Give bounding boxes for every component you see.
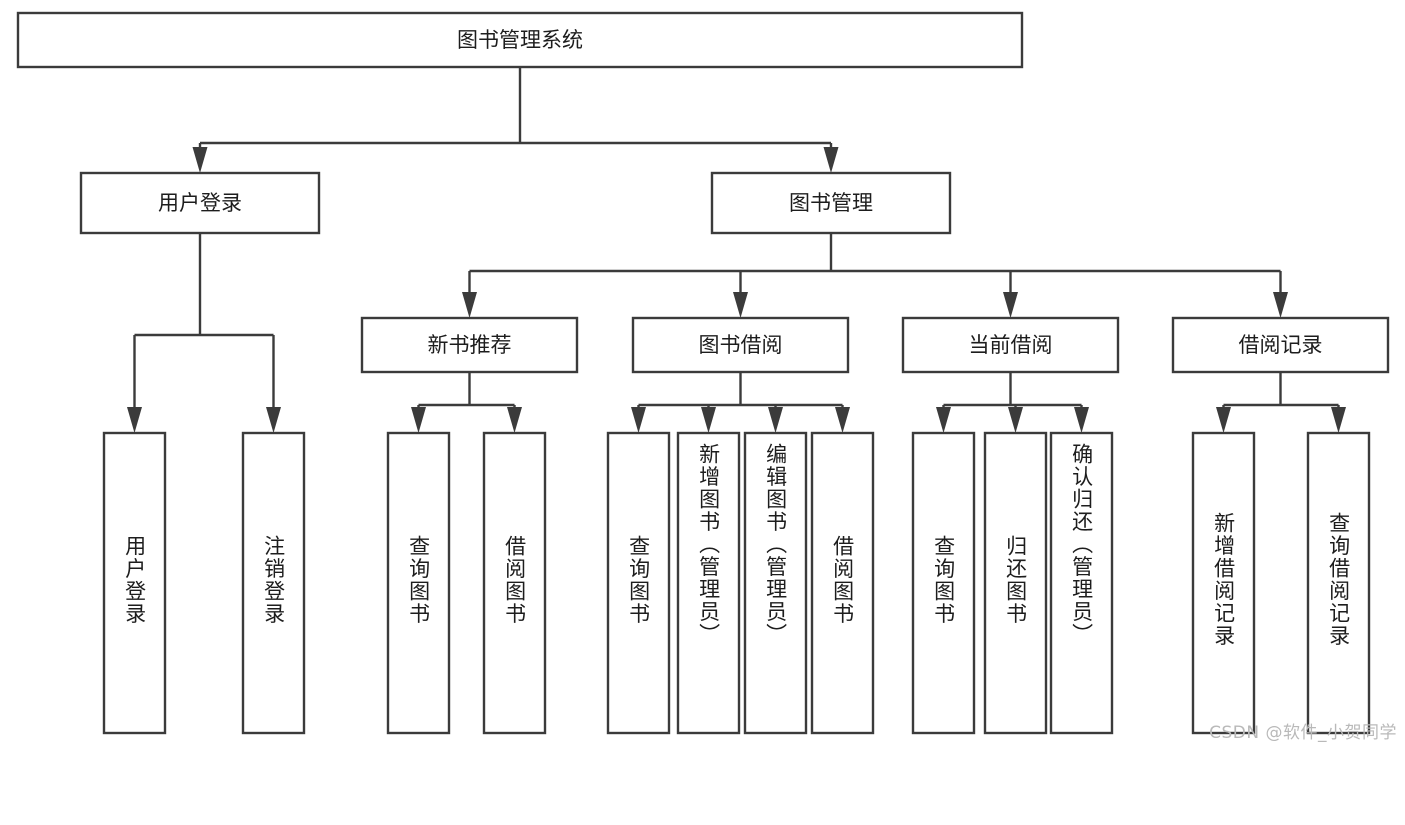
arrow-to-borrow-query-book	[631, 405, 646, 433]
arrow-to-current-query-book	[936, 405, 951, 433]
node-current-return-book[interactable]	[983, 431, 1048, 735]
node-records-query[interactable]	[1306, 431, 1371, 735]
node-user-login-do[interactable]	[102, 431, 167, 735]
arrow-to-current-confirm-return	[1074, 405, 1089, 433]
node-book-manage-label: 图书管理	[789, 191, 873, 215]
arrow-to-records-add	[1216, 405, 1231, 433]
node-recommend-borrow-book[interactable]	[482, 431, 547, 735]
arrow-to-user-logout-head	[266, 407, 281, 433]
node-user-login[interactable]	[79, 171, 321, 235]
arrow-to-borrow-records	[1273, 271, 1288, 318]
node-new-book-recommend-label: 新书推荐	[428, 333, 512, 357]
node-book-borrow[interactable]	[631, 316, 850, 374]
node-user-logout-rect[interactable]	[241, 431, 306, 735]
node-borrow-records-rect[interactable]	[1171, 316, 1390, 374]
node-borrow-add-book[interactable]	[676, 431, 741, 735]
arrow-to-records-add-head	[1216, 407, 1231, 433]
node-recommend-borrow-book-rect[interactable]	[482, 431, 547, 735]
node-borrow-records-label: 借阅记录	[1239, 333, 1323, 357]
node-root-rect[interactable]	[16, 11, 1024, 69]
node-book-manage[interactable]	[710, 171, 952, 235]
arrow-to-current-borrow-head	[1003, 292, 1018, 318]
node-borrow-query-book[interactable]	[606, 431, 671, 735]
arrow-to-recommend-borrow-book-head	[507, 407, 522, 433]
arrow-to-borrow-records-head	[1273, 292, 1288, 318]
arrow-to-current-return-book	[1008, 405, 1023, 433]
node-recommend-query-book[interactable]	[386, 431, 451, 735]
node-current-confirm-return-rect[interactable]	[1049, 431, 1114, 735]
node-root-label: 图书管理系统	[457, 28, 583, 52]
node-current-query-book-rect[interactable]	[911, 431, 976, 735]
node-borrow-borrow-book[interactable]	[810, 431, 875, 735]
watermark-text: CSDN @软件_小贺同学	[1209, 723, 1397, 743]
arrow-to-user-login	[192, 143, 208, 173]
node-current-borrow[interactable]	[901, 316, 1120, 374]
arrow-to-book-manage-head	[823, 147, 839, 173]
arrow-to-user-login-head	[192, 147, 208, 173]
node-new-book-recommend[interactable]	[360, 316, 579, 374]
node-current-query-book[interactable]	[911, 431, 976, 735]
node-current-borrow-rect[interactable]	[901, 316, 1120, 374]
arrow-to-borrow-borrow-book	[835, 405, 850, 433]
node-records-add-rect[interactable]	[1191, 431, 1256, 735]
arrow-to-borrow-edit-book	[768, 405, 783, 433]
node-user-login-rect[interactable]	[79, 171, 321, 235]
node-book-borrow-label: 图书借阅	[699, 333, 783, 357]
node-borrow-borrow-book-rect[interactable]	[810, 431, 875, 735]
arrow-to-new-book-recommend-head	[462, 292, 477, 318]
node-book-borrow-rect[interactable]	[631, 316, 850, 374]
arrow-to-borrow-add-book	[701, 405, 716, 433]
node-borrow-add-book-rect[interactable]	[676, 431, 741, 735]
arrow-to-current-return-book-head	[1008, 407, 1023, 433]
node-root[interactable]	[16, 11, 1024, 69]
arrow-to-book-borrow-head	[733, 292, 748, 318]
arrow-to-new-book-recommend	[462, 271, 477, 318]
arrow-to-current-borrow	[1003, 271, 1018, 318]
node-user-login-do-rect[interactable]	[102, 431, 167, 735]
arrow-to-current-confirm-return-head	[1074, 407, 1089, 433]
arrow-to-recommend-query-book	[411, 405, 426, 433]
arrow-to-records-query	[1331, 405, 1346, 433]
diagram-root: 图书管理系统用户登录图书管理新书推荐图书借阅当前借阅借阅记录 用户登录注销登录查…	[16, 11, 1397, 743]
arrow-to-borrow-query-book-head	[631, 407, 646, 433]
node-user-logout[interactable]	[241, 431, 306, 735]
arrow-to-recommend-query-book-head	[411, 407, 426, 433]
node-user-login-label: 用户登录	[158, 191, 242, 215]
node-current-borrow-label: 当前借阅	[969, 333, 1053, 357]
arrow-to-current-query-book-head	[936, 407, 951, 433]
arrow-to-records-query-head	[1331, 407, 1346, 433]
node-book-manage-rect[interactable]	[710, 171, 952, 235]
arrow-to-borrow-edit-book-head	[768, 407, 783, 433]
arrow-to-borrow-borrow-book-head	[835, 407, 850, 433]
node-borrow-edit-book[interactable]	[743, 431, 808, 735]
node-recommend-query-book-rect[interactable]	[386, 431, 451, 735]
node-borrow-records[interactable]	[1171, 316, 1390, 374]
node-borrow-query-book-rect[interactable]	[606, 431, 671, 735]
arrow-to-book-borrow	[733, 271, 748, 318]
arrow-to-user-login-do-head	[127, 407, 142, 433]
node-borrow-edit-book-rect[interactable]	[743, 431, 808, 735]
node-records-add[interactable]	[1191, 431, 1256, 735]
node-current-return-book-rect[interactable]	[983, 431, 1048, 735]
arrow-to-user-logout	[266, 335, 281, 433]
arrow-to-recommend-borrow-book	[507, 405, 522, 433]
node-current-confirm-return[interactable]	[1049, 431, 1114, 735]
node-new-book-recommend-rect[interactable]	[360, 316, 579, 374]
arrow-to-user-login-do	[127, 335, 142, 433]
node-records-query-rect[interactable]	[1306, 431, 1371, 735]
arrow-to-borrow-add-book-head	[701, 407, 716, 433]
arrow-to-book-manage	[823, 143, 839, 173]
